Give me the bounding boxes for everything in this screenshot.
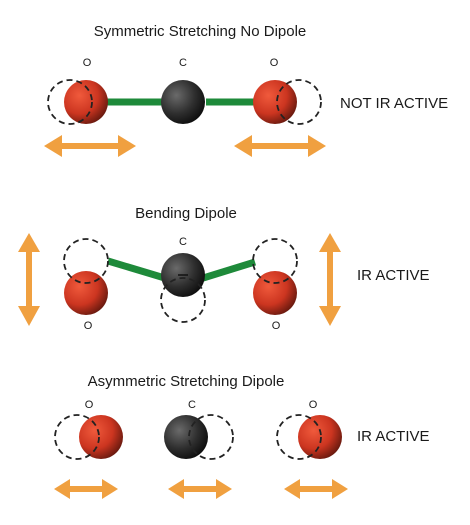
bond-right — [198, 258, 257, 283]
double-arrow-horizontal-icon — [284, 479, 348, 499]
double-arrow-vertical-icon — [319, 233, 341, 326]
double-arrow-horizontal-icon — [44, 135, 136, 157]
carbon-atom — [161, 80, 205, 124]
atom-label-o-right: O — [308, 399, 318, 411]
panel-symmetric — [44, 79, 326, 157]
atom-label-c: C — [179, 57, 187, 69]
double-arrow-vertical-icon — [18, 233, 40, 326]
oxygen-atom-left — [79, 415, 123, 459]
atom-label-o-left: O — [83, 320, 93, 332]
oxygen-atom-left — [64, 271, 108, 315]
ir-status-bending: IR ACTIVE — [357, 267, 430, 284]
ir-status-asymmetric: IR ACTIVE — [357, 428, 430, 445]
double-arrow-horizontal-icon — [54, 479, 118, 499]
bond-left — [106, 257, 170, 283]
displaced-position-outline — [160, 277, 206, 323]
displaced-position-outline — [63, 238, 109, 284]
oxygen-atom-left — [64, 80, 108, 124]
panel-asymmetric — [54, 414, 348, 499]
panel-title-bending: Bending Dipole — [135, 205, 237, 222]
displaced-position-outline — [276, 79, 322, 125]
atom-label-c: C — [188, 399, 196, 411]
atom-label-c: C — [179, 236, 187, 248]
ir-status-symmetric: NOT IR ACTIVE — [340, 95, 449, 112]
displaced-position-outline — [188, 414, 234, 460]
atom-label-o-right: O — [269, 57, 279, 69]
double-arrow-horizontal-icon — [234, 135, 326, 157]
displaced-position-outline — [54, 414, 100, 460]
atom-label-o-right: O — [271, 320, 281, 332]
panel-title-asymmetric: Asymmetric Stretching Dipole — [87, 373, 285, 390]
oxygen-atom-right — [253, 271, 297, 315]
panel-title-symmetric: Symmetric Stretching No Dipole — [93, 23, 307, 40]
oxygen-atom-right — [298, 415, 342, 459]
carbon-atom — [164, 415, 208, 459]
displaced-position-outline — [252, 238, 298, 284]
double-arrow-horizontal-icon — [168, 479, 232, 499]
atom-label-o-left: O — [84, 399, 94, 411]
panel-bending — [18, 233, 341, 326]
oxygen-atom-right — [253, 80, 297, 124]
displaced-position-outline — [276, 414, 322, 460]
displaced-position-outline — [47, 79, 93, 125]
atom-label-o-left: O — [82, 57, 92, 69]
